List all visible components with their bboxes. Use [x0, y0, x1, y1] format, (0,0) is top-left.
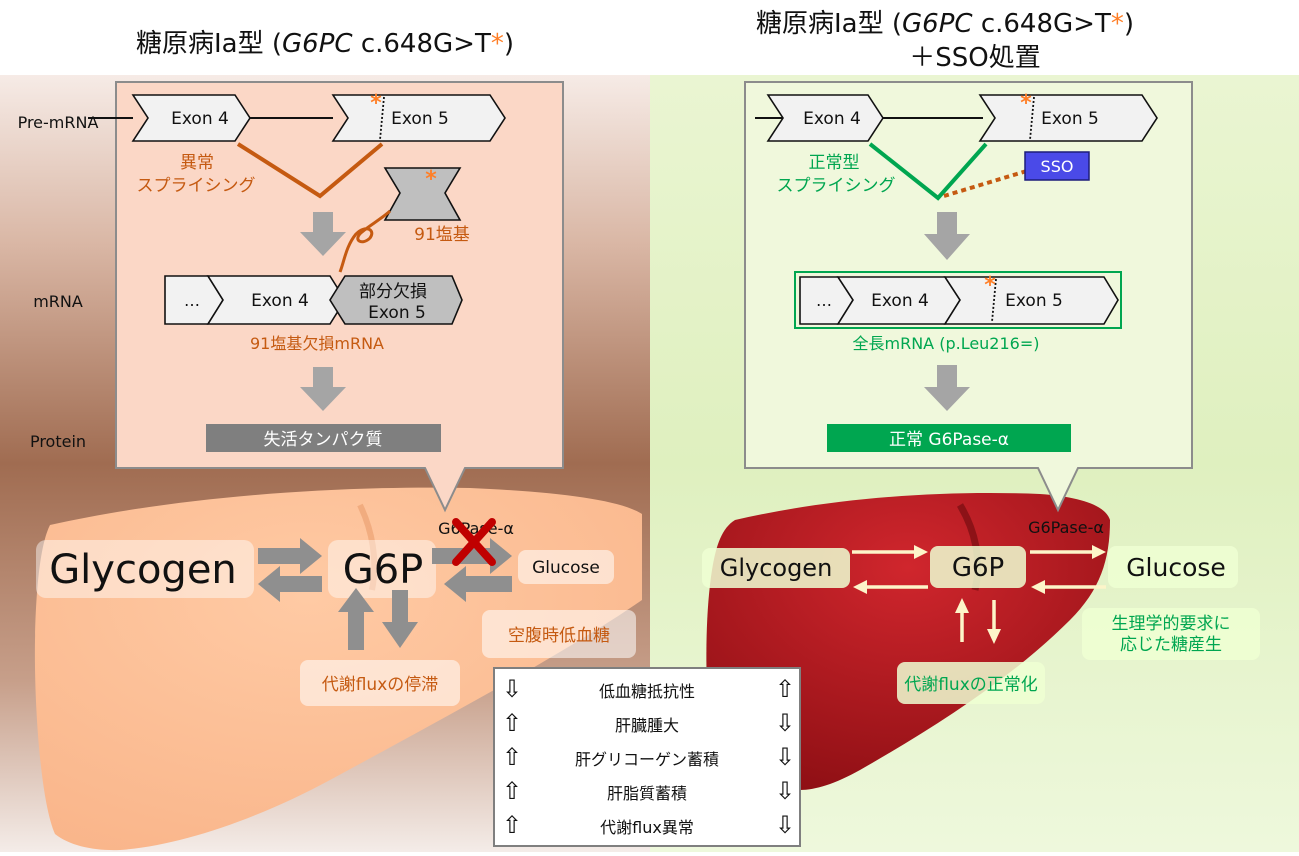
right-normal-splice-path — [868, 142, 988, 201]
left-flux-down-arrow — [382, 590, 418, 648]
right-mrna-exon5-label: Exon 5 — [1005, 291, 1063, 311]
phenotype-left-arrow: ⇩ — [502, 675, 522, 703]
row-label-mrna: mRNA — [33, 292, 83, 311]
right-arrow-to-protein — [924, 365, 970, 411]
right-exon5-mutation-marker: * — [1020, 91, 1032, 116]
left-mrna-ellipsis: … — [184, 291, 200, 310]
phenotype-left-arrow: ⇧ — [502, 709, 522, 737]
left-flux-up-arrow — [338, 588, 374, 650]
left-exon4 — [131, 94, 251, 142]
right-exon5-cryptic-site — [1029, 96, 1035, 141]
right-mrna-ellipsis: … — [816, 291, 832, 310]
right-title: 糖原病Ia型 (G6PC c.648G>T*) — [756, 9, 1134, 39]
phenotype-label: 肝臓腫大 — [615, 716, 679, 735]
left-mrna-exon5-label-2: Exon 5 — [368, 303, 426, 323]
left-glycogen: Glycogen — [49, 547, 237, 593]
right-physiology-1: 生理学的要求に — [1112, 614, 1231, 634]
right-protein-bar — [827, 424, 1071, 452]
left-glucose: Glucose — [532, 558, 600, 578]
left-abnormal-splice-path — [236, 142, 384, 199]
phenotype-right-arrow: ⇧ — [775, 675, 795, 703]
left-protein-label: 失活タンパク質 — [264, 430, 383, 450]
left-exon5 — [331, 94, 506, 142]
right-mrna-mutation-marker: * — [984, 273, 996, 298]
phenotype-left-arrow: ⇧ — [502, 811, 522, 839]
left-mrna-exon4 — [206, 275, 346, 325]
phenotype-right-arrow: ⇩ — [775, 743, 795, 771]
right-label-glow — [702, 546, 1260, 704]
right-mrna-exon5-site — [991, 278, 997, 323]
right-exon5-label: Exon 5 — [1041, 109, 1099, 129]
right-enzyme-label: G6Pase-α — [1028, 518, 1104, 537]
phenotype-label: 低血糖抵抗性 — [599, 682, 695, 701]
left-flux-status: 代謝fluxの停滞 — [322, 675, 439, 695]
right-splice-label-1: 正常型 — [809, 153, 860, 173]
left-g6p: G6P — [343, 547, 424, 593]
left-mrna-exon5-label-1: 部分欠損 — [359, 282, 427, 302]
right-metabolic-arrows — [852, 545, 1106, 644]
right-protein-label: 正常 G6Pase-α — [889, 430, 1009, 450]
right-exon4 — [766, 94, 884, 142]
left-label-glow — [36, 540, 636, 706]
left-lariat — [338, 209, 392, 273]
right-exon4-label: Exon 4 — [803, 109, 861, 129]
right-mrna-outline — [794, 271, 1122, 329]
right-mrna-exon4-label: Exon 4 — [871, 291, 929, 311]
left-splice-label-2: スプライシング — [137, 176, 256, 196]
left-protein-bar — [206, 424, 441, 452]
blocked-enzyme-x-icon — [452, 518, 496, 566]
right-mrna-caption: 全長mRNA (p.Leu216=) — [853, 334, 1040, 353]
right-physiology-2: 応じた糖産生 — [1120, 635, 1222, 655]
left-fragment-mutation-marker: * — [425, 167, 437, 192]
left-exon5-mutation-marker: * — [370, 91, 382, 116]
left-arrow-to-mrna — [300, 212, 346, 256]
phenotype-left-arrow: ⇧ — [502, 743, 522, 771]
left-hypoglycemia: 空腹時低血糖 — [508, 626, 610, 646]
row-label-protein: Protein — [30, 432, 86, 451]
phenotype-label: 代謝flux異常 — [600, 818, 694, 837]
left-deleted-fragment — [383, 167, 462, 221]
right-splice-label-2: スプライシング — [777, 176, 896, 196]
left-deleted-label: 91塩基 — [414, 225, 470, 245]
left-mrna-exon4-label: Exon 4 — [251, 291, 309, 311]
phenotype-label: 肝脂質蓄積 — [607, 784, 687, 803]
left-title: 糖原病Ia型 (G6PC c.648G>T*) — [136, 29, 514, 59]
right-title-treatment: ＋SSO処置 — [909, 43, 1040, 73]
phenotype-left-arrow: ⇧ — [502, 777, 522, 805]
left-mrna-partial-exon5 — [329, 275, 463, 325]
sso-label: SSO — [1041, 157, 1074, 176]
right-glucose: Glucose — [1126, 553, 1226, 582]
left-g6p-to-glycogen-arrow — [258, 566, 322, 602]
left-exon5-cryptic-site — [379, 96, 385, 141]
right-exon5 — [978, 94, 1158, 142]
left-exon5-label: Exon 5 — [391, 109, 449, 129]
right-g6p: G6P — [952, 553, 1004, 583]
phenotype-rows: ⇩ 低血糖抵抗性 ⇧ ⇧ 肝臓腫大 ⇩ ⇧ 肝グリコーゲン蓄積 ⇩ ⇧ 肝脂質蓄積 ⇩ ⇧ 代謝flux異… — [502, 675, 795, 839]
sso-box — [1024, 151, 1090, 181]
left-glucose-to-g6p-arrow — [444, 566, 512, 602]
right-mrna-exon5 — [943, 276, 1119, 325]
left-mrna-caption: 91塩基欠損mRNA — [250, 334, 384, 353]
phenotype-label: 肝グリコーゲン蓄積 — [575, 750, 719, 769]
left-liver-fold — [357, 503, 378, 591]
left-glycogen-to-g6p-arrow — [258, 538, 322, 574]
left-exon4-label: Exon 4 — [171, 109, 229, 129]
left-arrow-to-protein — [300, 367, 346, 411]
phenotype-right-arrow: ⇩ — [775, 709, 795, 737]
left-splice-label-1: 異常 — [180, 153, 214, 173]
row-label-pre-mrna: Pre-mRNA — [18, 113, 99, 132]
right-glycogen: Glycogen — [720, 554, 833, 582]
right-arrow-to-mrna — [924, 212, 970, 260]
right-flux-status: 代謝fluxの正常化 — [904, 675, 1038, 695]
phenotype-right-arrow: ⇩ — [775, 777, 795, 805]
phenotype-right-arrow: ⇩ — [775, 811, 795, 839]
phenotype-table — [493, 667, 801, 847]
sso-binding-line — [943, 168, 1031, 198]
